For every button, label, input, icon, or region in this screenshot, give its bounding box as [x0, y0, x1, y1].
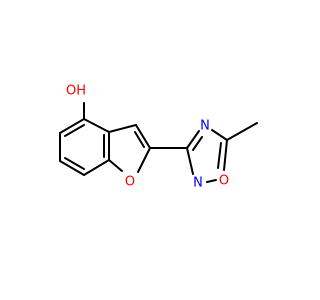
bond-c3-c2-inner [134, 131, 145, 148]
bond-o1prime-n2 [206, 179, 217, 183]
oh-label: OH [66, 84, 86, 99]
bond-c5-methyl [226, 122, 258, 141]
bond-c4-c5-inner [64, 124, 85, 137]
molecule-diagram: OH O N N O [59, 84, 258, 191]
bond-c3-c2 [135, 124, 151, 149]
bond-c3a-c3 [108, 124, 137, 133]
oxadiazole-n-top-label: N [200, 119, 210, 134]
bond-c7-c7a [83, 159, 110, 176]
bond-c6-c7-inner [64, 157, 85, 170]
bond-c3prime-n4 [186, 130, 200, 149]
bond-n4-c5 [211, 129, 228, 141]
bond-c2-o1 [137, 147, 151, 173]
bond-n2-c3prime [186, 147, 194, 175]
furan-oxygen-label: O [125, 175, 135, 190]
bond-c6-c7 [59, 160, 85, 176]
bond-c5-o1prime-inner [217, 142, 222, 169]
bond-c3prime-n4-inner [192, 136, 203, 151]
bond-o1-c7a [108, 159, 123, 172]
molecule-canvas: OH O N N O [59, 83, 258, 191]
bond-c4-c5 [59, 118, 85, 134]
bond-c3a-c4 [83, 118, 110, 133]
oxadiazole-o-label: O [219, 174, 229, 189]
bond-c5-o1prime [223, 139, 228, 171]
oxadiazole-n-bottom-label: N [193, 176, 203, 191]
